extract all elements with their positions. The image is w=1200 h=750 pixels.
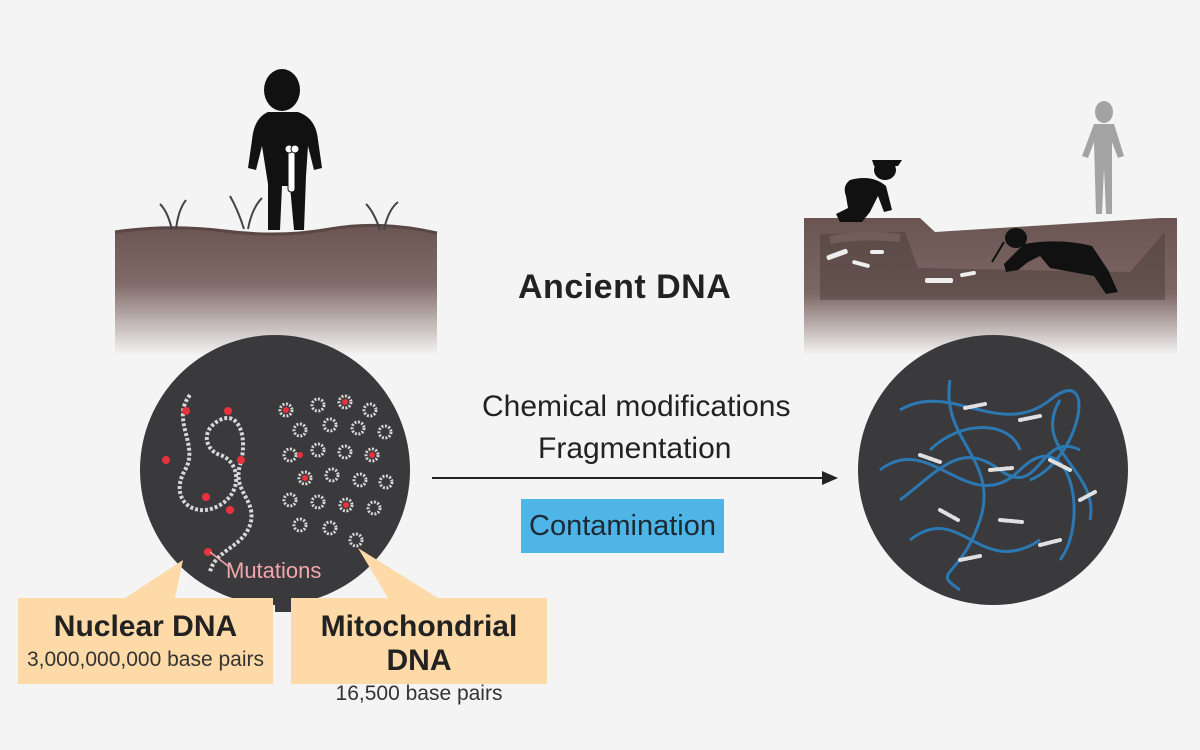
mitochondrial-callout-wedge [358,548,438,598]
process-chemical-modifications: Chemical modifications [482,390,791,423]
nuclear-dna-title: Nuclear DNA [53,610,238,643]
nuclear-dna-card: Nuclear DNA 3,000,000,000 base pairs [18,598,273,684]
right-soil-block [804,218,1177,355]
nuclear-dna-strand [177,393,254,573]
grass-tufts [159,195,399,231]
mitochondrial-dna-card: Mitochondrial DNA 16,500 base pairs [291,598,547,705]
mutations-pointer [209,551,229,567]
process-fragmentation: Fragmentation [538,432,732,465]
contamination-label: Contamination [529,510,716,542]
mitochondrial-dna-detail: 16,500 base pairs [335,682,503,705]
mitochondrial-dna-title: Mitochondrial DNA [320,610,518,677]
buried-bone-icon [284,144,300,193]
mitochondrial-dna-rings [278,394,394,548]
standing-observer-silhouette [1082,101,1124,214]
crouching-archaeologist-silhouette [836,160,902,222]
left-soil-block [114,223,438,355]
nuclear-dna-detail: 3,000,000,000 base pairs [26,648,265,671]
degradation-arrow [432,471,838,485]
mitochondrial-mutation-markers [283,399,375,508]
excavated-bones [826,248,976,283]
mutation-markers [162,407,245,556]
fragmented-ancient-dna [918,402,1097,562]
digging-archaeologist-silhouette [991,228,1118,294]
contamination-badge: Contamination [521,499,724,553]
diagram-title: Ancient DNA [518,268,732,306]
mutations-label: Mutations [226,558,322,583]
nuclear-callout-wedge [125,560,183,598]
ancient-human-silhouette [248,69,322,230]
